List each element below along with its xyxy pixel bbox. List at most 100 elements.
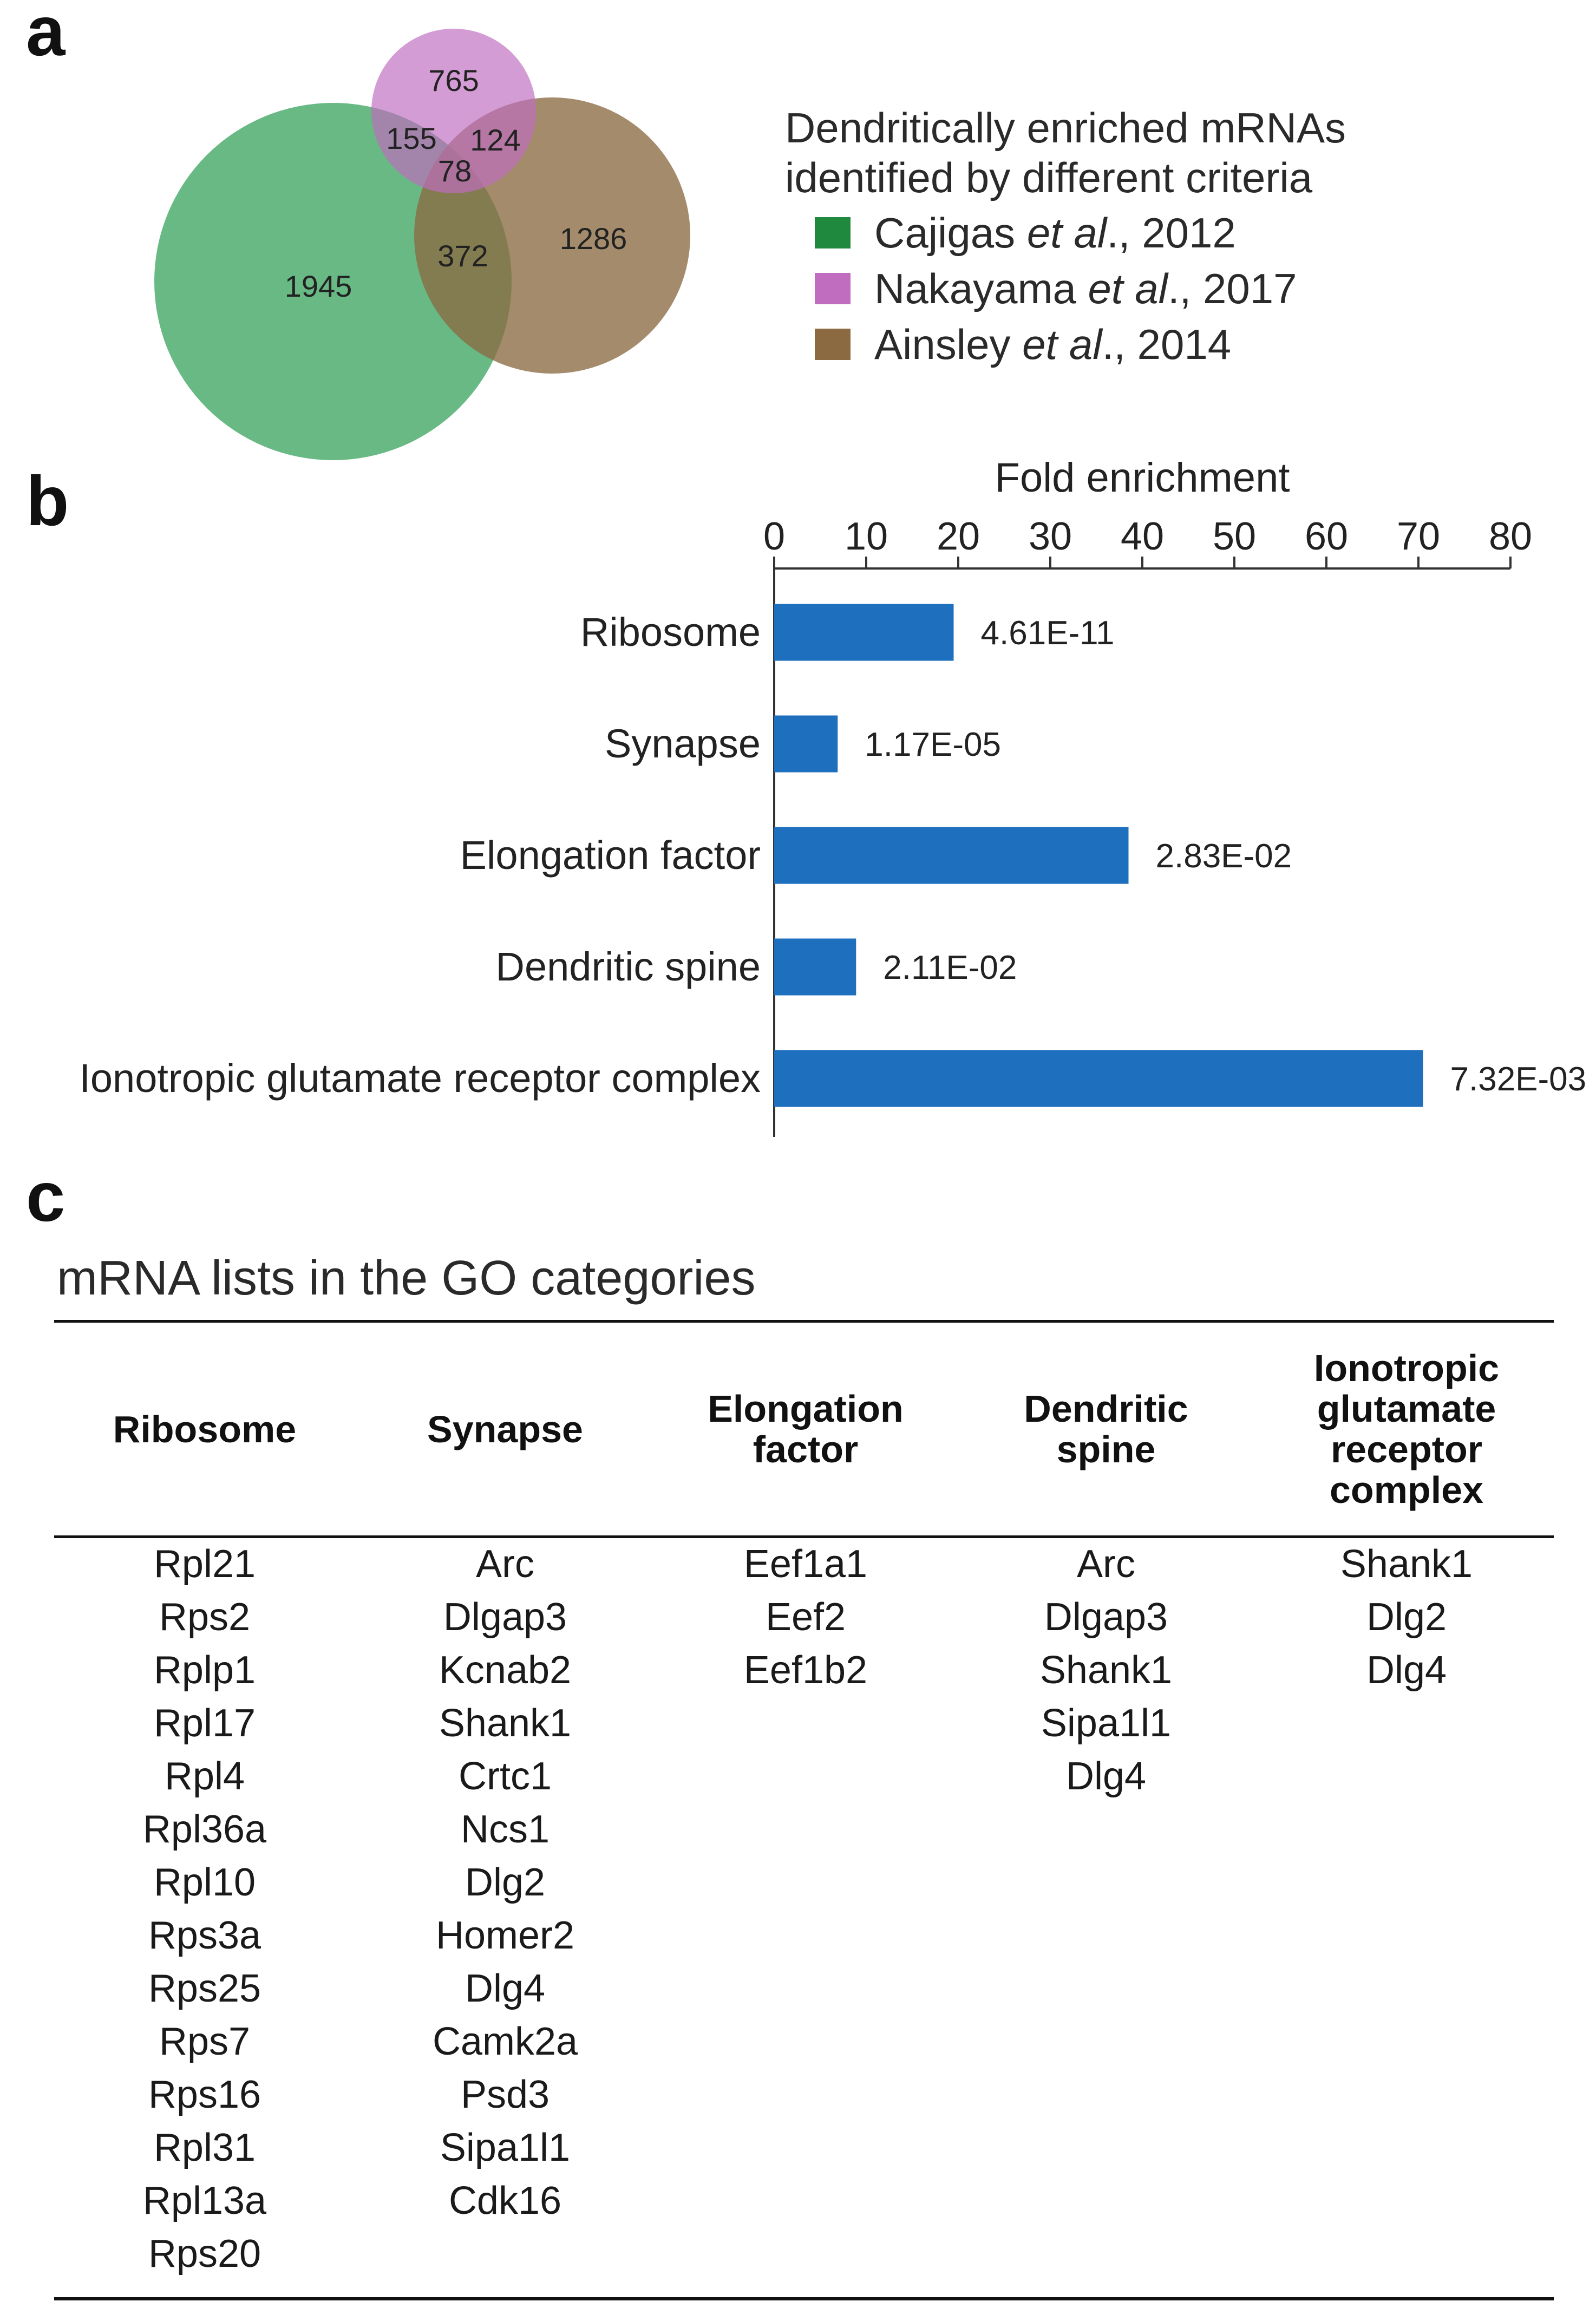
bar [774, 827, 1129, 884]
gene-item: Rpl31 [153, 2126, 256, 2169]
legend-label: Cajigas et al., 2012 [874, 208, 1236, 257]
table-header-rule [54, 1535, 1554, 1538]
x-tick-label: 10 [845, 515, 888, 558]
gene-item: Eef1a1 [743, 1542, 868, 1586]
gene-item: Rps2 [159, 1596, 251, 1639]
gene-item: Rpl17 [153, 1702, 256, 1745]
x-tick-label: 30 [1029, 515, 1072, 558]
bar [774, 715, 838, 773]
gene-item: Rps7 [159, 2020, 251, 2063]
venn-count-green-pink: 155 [386, 121, 436, 155]
gene-item: Eef2 [765, 1596, 846, 1639]
venn-count-green-brown: 372 [437, 239, 488, 273]
p-value-label: 2.11E-02 [883, 949, 1017, 986]
gene-item: Shank1 [1340, 1542, 1473, 1586]
x-tick-label: 70 [1397, 515, 1440, 558]
column-header-line: Dendritic [1024, 1388, 1188, 1430]
gene-item: Homer2 [435, 1914, 575, 1957]
gene-item: Arc [1077, 1542, 1135, 1586]
gene-item: Dlg4 [1065, 1755, 1147, 1798]
chart-title: Fold enrichment [995, 455, 1290, 501]
legend-title-line1: Dendritically enriched mRNAs [785, 104, 1346, 152]
venn-count-all-three: 78 [438, 154, 472, 188]
category-label: Synapse [605, 721, 761, 766]
gene-item: Camk2a [432, 2020, 578, 2063]
bar [774, 604, 954, 661]
gene-item: Dlg2 [1366, 1596, 1447, 1639]
column-header-line: Elongation [708, 1388, 904, 1430]
panel-label-b: b [26, 461, 69, 540]
gene-item: Dlg2 [465, 1861, 546, 1904]
gene-item: Arc [476, 1542, 534, 1586]
gene-item: Shank1 [1039, 1649, 1173, 1692]
bar [774, 1050, 1423, 1107]
category-label: Ribosome [580, 610, 761, 655]
table-bottom-rule [54, 2297, 1554, 2300]
x-tick-label: 40 [1121, 515, 1164, 558]
gene-item: Rplp1 [153, 1649, 256, 1692]
legend-swatch-brown [815, 328, 851, 360]
gene-item: Shank1 [439, 1702, 572, 1745]
gene-item: Dlg4 [1366, 1649, 1447, 1692]
legend-item-nakayama: Nakayama et al., 2017 [815, 260, 1346, 316]
legend-item-cajigas: Cajigas et al., 2012 [815, 205, 1346, 260]
legend-label: Ainsley et al., 2014 [874, 320, 1232, 368]
gene-item: Dlgap3 [443, 1596, 567, 1639]
gene-item: Psd3 [460, 2073, 550, 2116]
venn-circle-nakayama [371, 29, 536, 193]
gene-item: Rpl4 [164, 1755, 245, 1798]
column-header-line: glutamate [1317, 1388, 1496, 1430]
legend-title-line2: identified by different criteria [785, 154, 1313, 201]
gene-item: Eef1b2 [743, 1649, 868, 1692]
x-tick-label: 80 [1489, 515, 1532, 558]
table-top-rule [54, 1320, 1554, 1323]
p-value-label: 4.61E-11 [981, 614, 1115, 652]
gene-item: Cdk16 [448, 2179, 562, 2222]
x-tick-label: 20 [937, 515, 980, 558]
gene-item: Ncs1 [460, 1808, 550, 1851]
p-value-label: 7.32E-03 [1450, 1061, 1587, 1098]
venn-count-pink-brown: 124 [470, 123, 520, 157]
column-header-line: Ribosome [113, 1408, 297, 1450]
category-label: Ionotropic glutamate receptor complex [79, 1056, 761, 1101]
legend-swatch-pink [815, 272, 851, 304]
p-value-label: 2.83E-02 [1156, 838, 1292, 875]
venn-legend: Dendritically enriched mRNAs identified … [785, 103, 1346, 372]
legend-label: Nakayama et al., 2017 [874, 264, 1297, 312]
x-tick-label: 0 [763, 515, 785, 558]
bar [774, 938, 856, 996]
column-header-line: receptor [1330, 1428, 1483, 1470]
column-header-line: factor [753, 1428, 859, 1470]
column-header: Ribosome [58, 1326, 351, 1532]
gene-item: Kcnab2 [439, 1649, 572, 1692]
venn-count-green-only: 1945 [285, 269, 352, 303]
column-header-line: spine [1056, 1428, 1156, 1470]
figure-svg: 1945 765 1286 155 124 372 78 Fold enrich… [79, 29, 1587, 1137]
gene-item: Dlg4 [465, 1967, 546, 2010]
gene-item: Sipa1l1 [1041, 1702, 1172, 1745]
category-label: Dendritic spine [496, 944, 761, 989]
gene-item: Crtc1 [458, 1755, 552, 1798]
panel-label-a: a [26, 0, 66, 70]
p-value-label: 1.17E-05 [865, 726, 1001, 763]
column-header-line: complex [1330, 1469, 1483, 1511]
gene-item: Rpl21 [153, 1542, 256, 1586]
x-tick-label: 50 [1213, 515, 1256, 558]
gene-item: Rps16 [148, 2073, 261, 2116]
gene-item: Rpl10 [153, 1861, 256, 1904]
column-header-line: Ionotropic [1313, 1347, 1500, 1389]
gene-item: Rpl13a [142, 2179, 267, 2222]
x-tick-label: 60 [1305, 515, 1348, 558]
gene-item: Rpl36a [142, 1808, 267, 1851]
category-label: Elongation factor [460, 833, 761, 878]
venn-diagram: 1945 765 1286 155 124 372 78 [154, 29, 690, 460]
column-header: Synapse [359, 1326, 651, 1532]
panel-label-c: c [26, 1157, 66, 1236]
